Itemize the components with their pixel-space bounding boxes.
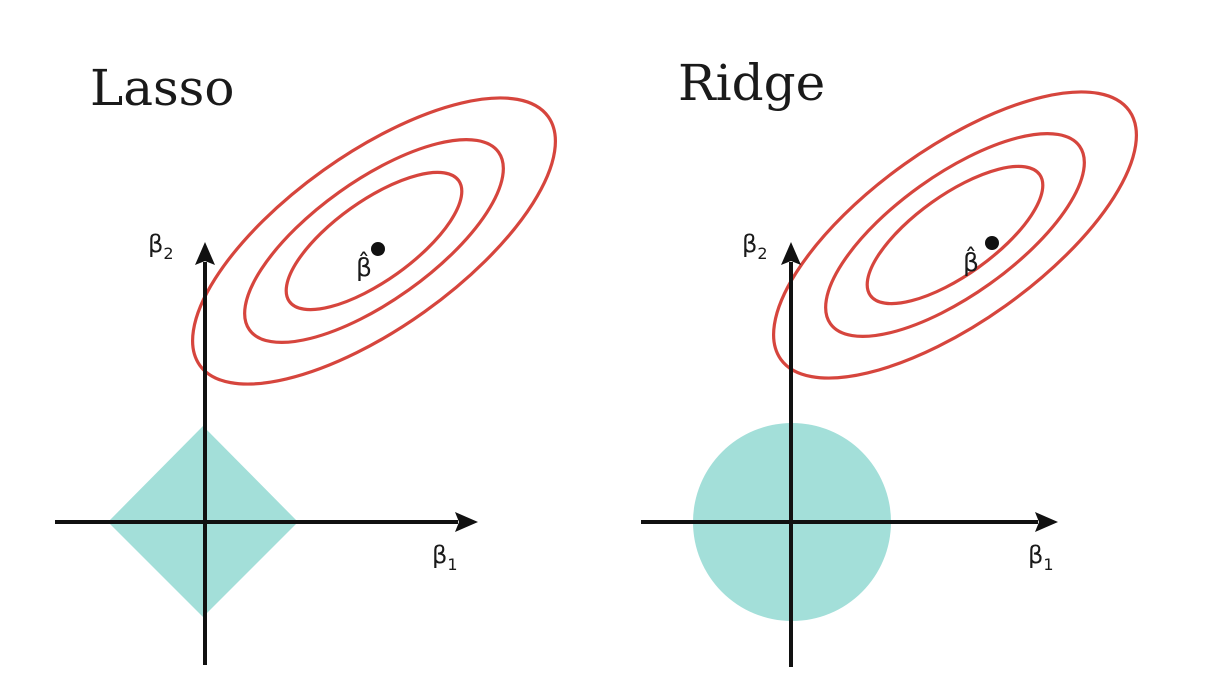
ridge-estimate-label: β̂ bbox=[963, 246, 979, 277]
lasso-panel: Lasso β2 β1 β̂ bbox=[55, 59, 557, 665]
ridge-contour-outer bbox=[772, 90, 1138, 380]
lasso-estimate-point bbox=[371, 242, 385, 256]
ridge-panel: Ridge β2 β1 β̂ bbox=[641, 54, 1138, 667]
ridge-contours bbox=[772, 90, 1138, 380]
lasso-title: Lasso bbox=[90, 59, 234, 117]
ridge-title: Ridge bbox=[678, 54, 825, 112]
ridge-estimate-point bbox=[985, 236, 999, 250]
lasso-estimate-label: β̂ bbox=[356, 251, 372, 282]
ridge-contour-middle bbox=[824, 132, 1086, 338]
lasso-x-arrowhead bbox=[455, 512, 478, 532]
ridge-y-arrowhead bbox=[781, 242, 801, 265]
lasso-contour-middle bbox=[243, 138, 505, 344]
ridge-contour-inner bbox=[865, 164, 1045, 306]
lasso-y-axis-label: β2 bbox=[148, 230, 174, 263]
ridge-y-axis-label: β2 bbox=[742, 230, 768, 263]
ridge-x-axis-label: β1 bbox=[1028, 541, 1054, 574]
lasso-y-arrowhead bbox=[195, 242, 215, 265]
lasso-x-axis-label: β1 bbox=[432, 541, 458, 574]
lasso-contours bbox=[191, 96, 557, 386]
ridge-x-arrowhead bbox=[1035, 512, 1058, 532]
lasso-contour-outer bbox=[191, 96, 557, 386]
lasso-contour-inner bbox=[284, 170, 464, 312]
